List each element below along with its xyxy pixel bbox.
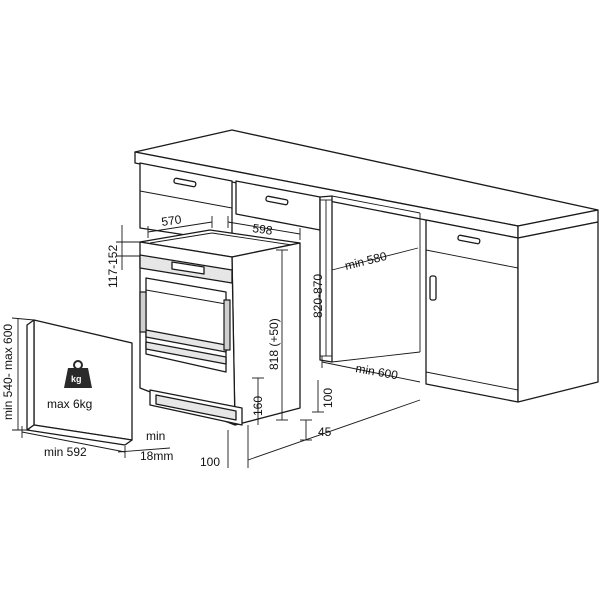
label-160: 160 — [251, 396, 265, 416]
weight-icon: kg — [64, 360, 92, 388]
label-min: min — [146, 429, 165, 443]
label-45: 45 — [318, 425, 332, 439]
drawer-handle-icon — [173, 177, 197, 188]
label-min592: min 592 — [44, 445, 87, 459]
dishwasher — [139, 229, 301, 426]
dishwasher-top-edge — [149, 232, 213, 244]
dim-line-min580 — [331, 247, 419, 271]
niche-top-line — [331, 195, 421, 214]
right-cabinet-drawer-line — [425, 249, 519, 269]
label-598: 598 — [252, 221, 274, 238]
label-min540-600: min 540- max 600 — [1, 324, 15, 420]
drawer-handle-icon — [457, 234, 481, 245]
upper-basket — [145, 329, 227, 353]
label-820-870: 820-870 — [311, 274, 325, 318]
lower-basket — [145, 341, 227, 365]
door-panel-edge — [26, 319, 35, 431]
dim-line-598 — [227, 221, 301, 235]
dim-line-min18mm — [117, 447, 171, 453]
dim-base-line — [247, 399, 421, 461]
plinth-line — [425, 371, 519, 391]
label-818: 818 (+50) — [267, 318, 281, 370]
dishwasher-top-edge — [211, 232, 293, 246]
label-117-152: 117-152 — [106, 245, 120, 288]
kitchen-cabinets — [134, 129, 599, 403]
niche-bottom-line — [331, 351, 421, 363]
dim-line-min592 — [21, 431, 126, 453]
weight-unit-label: kg — [71, 374, 82, 384]
side-rail — [139, 291, 147, 333]
dimension-lines — [11, 199, 421, 468]
left-cabinet-divider — [139, 190, 233, 209]
tub-rail — [145, 289, 227, 305]
door-panel-bottom — [26, 424, 133, 446]
label-100-right: 100 — [321, 388, 335, 408]
label-min580: min 580 — [343, 249, 388, 273]
dimension-labels: 570 598 117-152 820-870 min 580 818 (+50… — [1, 212, 399, 469]
dim-line-570 — [147, 221, 213, 233]
dim-line-min600 — [321, 361, 421, 383]
door-handle-icon — [429, 275, 437, 301]
furniture-door: kg max 6kg — [26, 319, 133, 446]
label-18mm: 18mm — [140, 449, 173, 463]
weight-max-label: max 6kg — [47, 397, 92, 411]
right-cabinet-side — [517, 221, 599, 403]
kick-plate-inner — [155, 394, 237, 421]
control-display — [171, 261, 205, 275]
label-100-bottom: 100 — [200, 455, 220, 469]
dishwasher-side — [231, 242, 301, 426]
label-570: 570 — [160, 212, 182, 229]
label-min600: min 600 — [354, 361, 399, 382]
drawer-handle-icon — [265, 195, 289, 206]
side-rail — [223, 299, 231, 351]
